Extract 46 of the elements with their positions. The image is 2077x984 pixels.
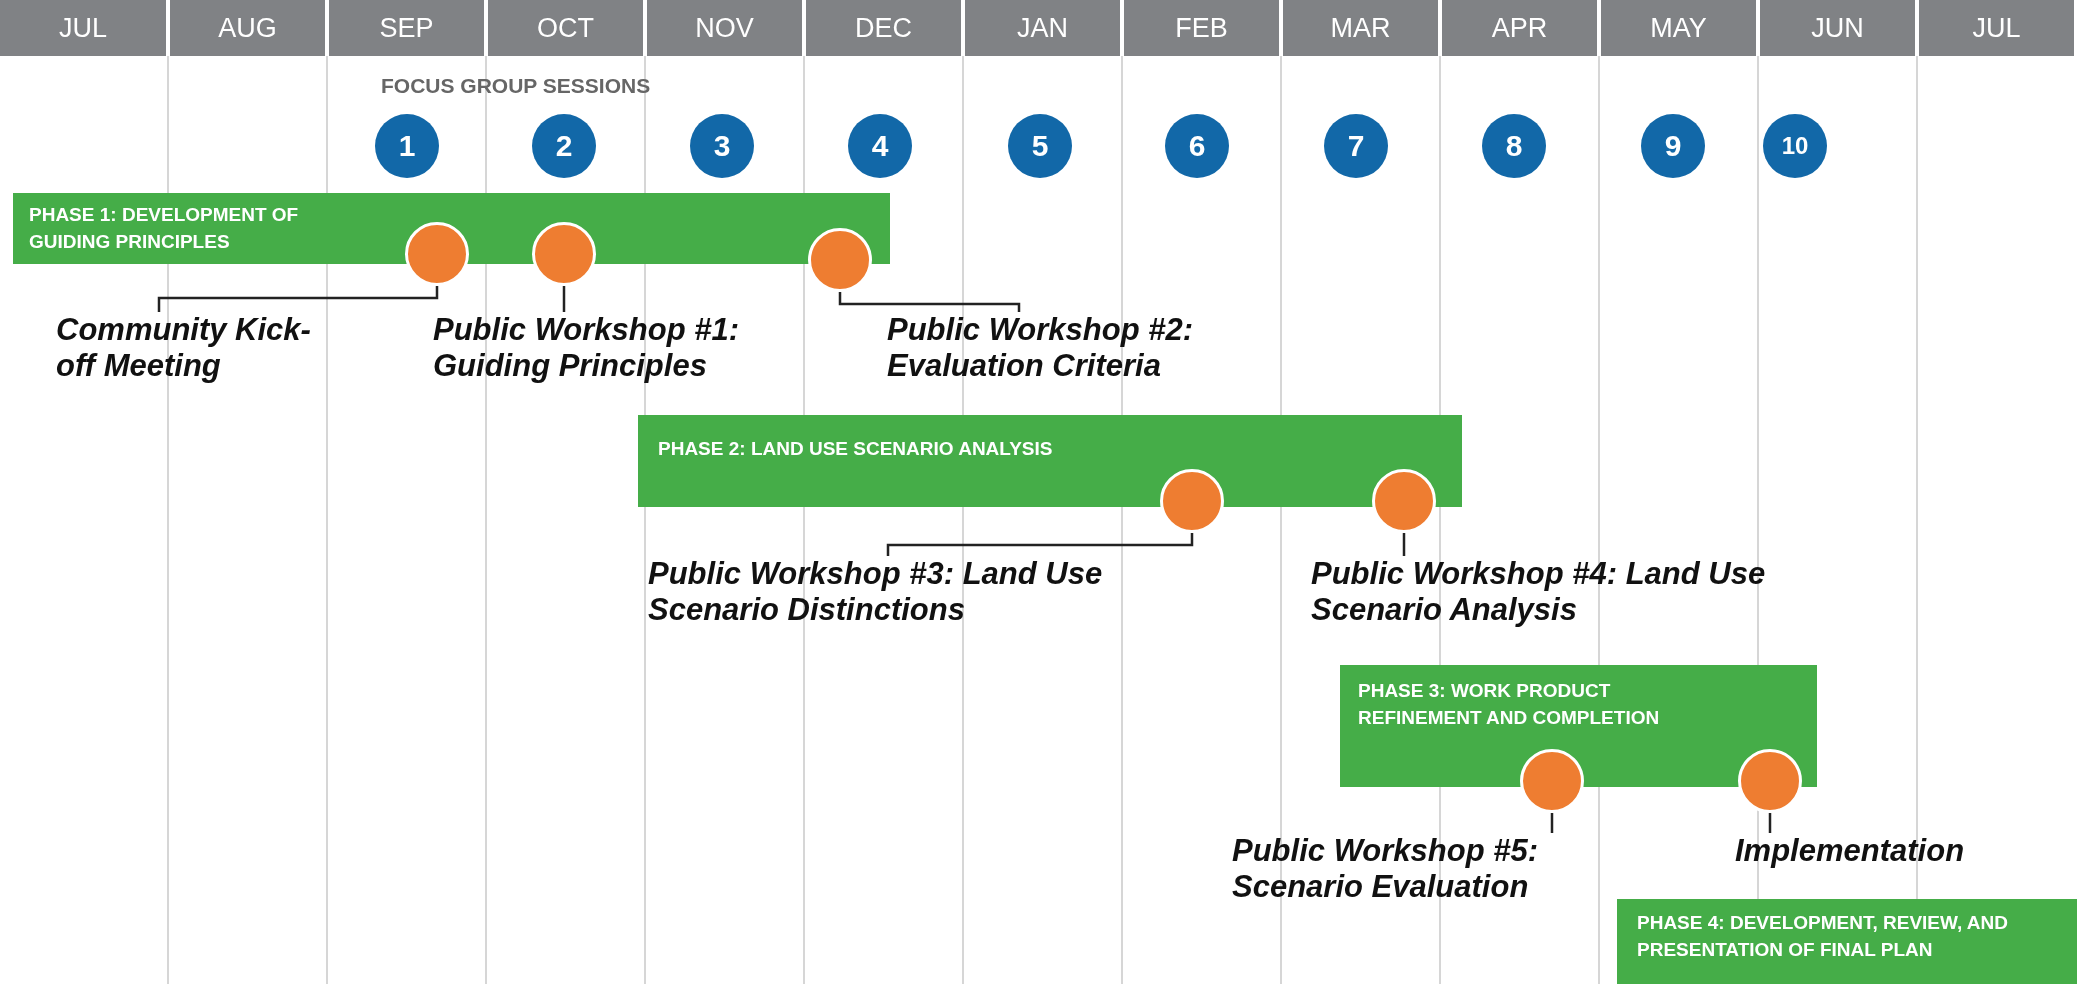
phase-title: PHASE 3: WORK PRODUCT REFINEMENT AND COMPLETION: [1358, 679, 1661, 730]
event-label: Public Workshop #4: Land Use Scenario Analysis: [1311, 556, 1851, 628]
event-label: Public Workshop #3: Land Use Scenario Distinctions: [648, 556, 1118, 628]
numbered-circle: 10: [1763, 114, 1827, 178]
month-header: NOV: [647, 0, 802, 56]
phase-title: PHASE 4: DEVELOPMENT, REVIEW, AND PRESENTATION OF FINAL PLAN: [1637, 911, 2009, 962]
phase-bar: [13, 193, 890, 264]
numbered-circle: 3: [690, 114, 754, 178]
numbered-circle: 7: [1324, 114, 1388, 178]
numbered-circle: 5: [1008, 114, 1072, 178]
phase-title: PHASE 1: DEVELOPMENT OF GUIDING PRINCIPLES: [29, 203, 300, 254]
event-label: Public Workshop #2: Evaluation Criteria: [887, 312, 1307, 384]
month-header: OCT: [488, 0, 643, 56]
phase-title: PHASE 2: LAND USE SCENARIO ANALYSIS: [658, 437, 1053, 461]
numbered-circle: 6: [1165, 114, 1229, 178]
event-label: Implementation: [1735, 833, 2035, 869]
leader-line: [1550, 813, 1554, 833]
month-header: APR: [1442, 0, 1597, 56]
month-header: MAR: [1283, 0, 1438, 56]
month-header: MAY: [1601, 0, 1756, 56]
numbered-circle: 1: [375, 114, 439, 178]
leader-line: [886, 533, 1194, 556]
numbered-circle: 4: [848, 114, 912, 178]
numbered-circle: 2: [532, 114, 596, 178]
month-header: JUL: [0, 0, 166, 56]
month-header: AUG: [170, 0, 325, 56]
leader-line: [562, 286, 566, 312]
numbered-circle: 8: [1482, 114, 1546, 178]
phase-bar: [1617, 899, 2077, 984]
event-label: Public Workshop #1: Guiding Principles: [433, 312, 833, 384]
month-header: JUL: [1919, 0, 2074, 56]
numbered-circle: 9: [1641, 114, 1705, 178]
phase-bar: [638, 415, 1462, 507]
month-header: DEC: [806, 0, 961, 56]
month-header: JAN: [965, 0, 1120, 56]
month-header: SEP: [329, 0, 484, 56]
section-heading: FOCUS GROUP SESSIONS: [381, 74, 651, 98]
leader-line: [1402, 533, 1406, 556]
month-header: FEB: [1124, 0, 1279, 56]
event-label: Community Kick-off Meeting: [56, 312, 316, 384]
month-header: JUN: [1760, 0, 1915, 56]
phase-bar: [1340, 665, 1817, 787]
leader-line: [838, 292, 1021, 312]
leader-line: [157, 286, 439, 312]
event-label: Public Workshop #5: Scenario Evaluation: [1232, 833, 1612, 905]
leader-line: [1768, 813, 1772, 833]
